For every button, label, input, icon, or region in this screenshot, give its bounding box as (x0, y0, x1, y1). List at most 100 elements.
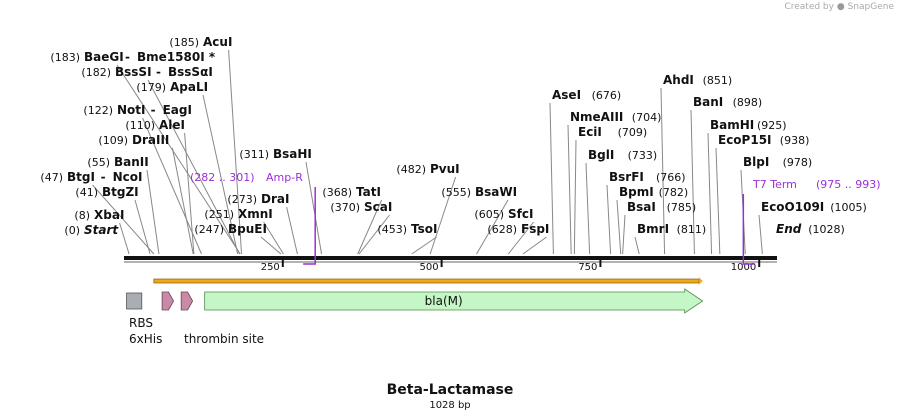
scale-tick-label: 1000 (731, 262, 756, 273)
site-connector (286, 206, 298, 255)
site-connector (358, 214, 390, 255)
site-ecop15i[interactable]: EcoP15I(938) (718, 133, 809, 147)
snapgene-credit: Created by ● SnapGene (784, 2, 894, 12)
site-name-label: AseI (552, 88, 581, 102)
site-bsai[interactable]: BsaI(785) (627, 200, 696, 214)
site-noti[interactable]: (122)NotI-EagI (83, 103, 192, 117)
primer-t7-term[interactable]: T7 Term(975 .. 993) (742, 178, 881, 265)
site-sfci[interactable]: (605)SfcI (474, 207, 533, 221)
site-pos-label: (109) (98, 134, 128, 147)
feature-arrow (180, 291, 194, 311)
site-pos-label: (182) (81, 66, 111, 79)
site-draiii[interactable]: (109) DraIII (98, 133, 169, 147)
site-name-label: NmeAIII (570, 110, 623, 124)
site-bpuei[interactable]: (247)BpuEI (194, 222, 267, 236)
site-name2-label: EagI (163, 103, 192, 117)
primer-name: T7 Term (752, 178, 797, 191)
site-apali[interactable]: (179)ApaLI (136, 80, 208, 94)
site-bsahi[interactable]: (311)BsaHI (239, 147, 312, 161)
site-connector (660, 87, 666, 255)
site-pos-label: (851) (703, 74, 733, 87)
site-name-label: BlpI (743, 155, 769, 169)
site-alei[interactable]: (110)AleI (125, 118, 185, 132)
site-connector (92, 184, 155, 255)
site-asei[interactable]: AseI(676) (552, 88, 621, 102)
site-nmeaiii[interactable]: NmeAIII (704) (570, 110, 661, 124)
site-end[interactable]: End(1028) (776, 222, 845, 236)
site-name-label: End (776, 222, 802, 236)
site-pos-label: (1005) (830, 201, 867, 214)
site-pos-label: (0) (64, 224, 80, 237)
site-blpi[interactable]: BlpI (978) (743, 155, 812, 169)
site-ecoo109i[interactable]: EcoO109I(1005) (761, 200, 867, 214)
site-pos-label: (898) (733, 96, 763, 109)
site-name-label: AleI (159, 118, 185, 132)
site-connector (476, 199, 509, 255)
site-bmri[interactable]: BmrI(811) (637, 222, 706, 236)
site-tsoi[interactable]: (453)TsoI (377, 222, 437, 236)
site-fspi[interactable]: (628)FspI (487, 222, 549, 236)
site-connector (758, 214, 763, 255)
site-start[interactable]: (0) Start (64, 223, 119, 237)
site-xbai[interactable]: (8)XbaI (74, 208, 124, 222)
feature-6xhis[interactable]: 6xHis (129, 291, 175, 346)
site-ecii[interactable]: EciI(709) (578, 125, 647, 139)
site-xmni[interactable]: (251)XmnI (204, 207, 272, 221)
plasmid-title: Beta-Lactamase (387, 382, 514, 398)
site-connector (202, 94, 239, 255)
feature-bla[interactable]: bla(M) (204, 288, 704, 314)
site-connector (116, 64, 241, 255)
scale-tick-label: 250 (261, 262, 280, 273)
site-drai[interactable]: (273)DraI (227, 192, 289, 206)
site-separator: - (101, 170, 106, 184)
site-labels: (0)Start(8)XbaI(41)BtgZI(47)BtgI-NcoI(55… (40, 35, 866, 237)
site-bsawi[interactable]: (555)BsaWI (441, 185, 517, 199)
site-separator: - (151, 103, 156, 117)
site-tati[interactable]: (368)TatI (322, 185, 381, 199)
site-pos-label: (247) (194, 223, 224, 236)
scale-tick: 250 (261, 260, 284, 273)
site-connector (119, 222, 130, 255)
feature-thrombin[interactable]: thrombin site (180, 291, 264, 346)
site-pos-label: (704) (632, 111, 662, 124)
site-pos-label: (453) (377, 223, 407, 236)
site-scai[interactable]: (370)ScaI (330, 200, 392, 214)
site-connector (585, 162, 591, 255)
scale-tick: 1000 (731, 260, 761, 273)
site-name-label: BtgZI (102, 185, 139, 199)
site-acui[interactable]: (185)AcuI (169, 35, 232, 49)
site-pos-label: (55) (87, 156, 110, 169)
primer-amp-r[interactable]: (282 .. 301)Amp-R (190, 171, 316, 265)
site-pos-label: (785) (667, 201, 697, 214)
site-bsrfi[interactable]: BsrFI(766) (609, 170, 686, 184)
site-name-label: XbaI (94, 208, 124, 222)
site-pvui[interactable]: (482)PvuI (396, 162, 459, 176)
site-bpmi[interactable]: BpmI(782) (619, 185, 688, 199)
site-pos-label: (938) (780, 134, 810, 147)
feature-rbs[interactable]: RBS (126, 292, 153, 330)
site-bamhi[interactable]: BamHI(925) (710, 118, 787, 132)
site-bgli[interactable]: BglI(733) (588, 148, 657, 162)
site-connector (228, 49, 243, 255)
feature-label: RBS (129, 316, 153, 330)
site-btgzi[interactable]: (41)BtgZI (75, 185, 138, 199)
scale-tick: 500 (420, 260, 443, 273)
site-banii[interactable]: (55)BanII (87, 155, 148, 169)
site-pos-label: (733) (628, 149, 658, 162)
site-name-label: DraIII (132, 133, 169, 147)
site-btgi[interactable]: (47)BtgI-NcoI (40, 170, 142, 184)
site-ahdi[interactable]: AhdI(851) (663, 73, 732, 87)
site-pos-label: (978) (783, 156, 813, 169)
site-name-label: Start (84, 223, 119, 237)
snapgene-logo-icon: ● (836, 2, 845, 12)
site-name2-label: BssSαI (168, 65, 213, 79)
site-pos-label: (782) (659, 186, 689, 199)
orf-bar[interactable] (153, 277, 703, 285)
site-pos-label: (273) (227, 193, 257, 206)
site-bsssi[interactable]: (182)BssSI-BssSαI (81, 65, 212, 79)
site-pos-label: (482) (396, 163, 426, 176)
site-baegi[interactable]: (183)BaeGI-Bme1580I * (50, 50, 215, 64)
site-connector (715, 147, 721, 255)
site-bani[interactable]: BanI(898) (693, 95, 762, 109)
